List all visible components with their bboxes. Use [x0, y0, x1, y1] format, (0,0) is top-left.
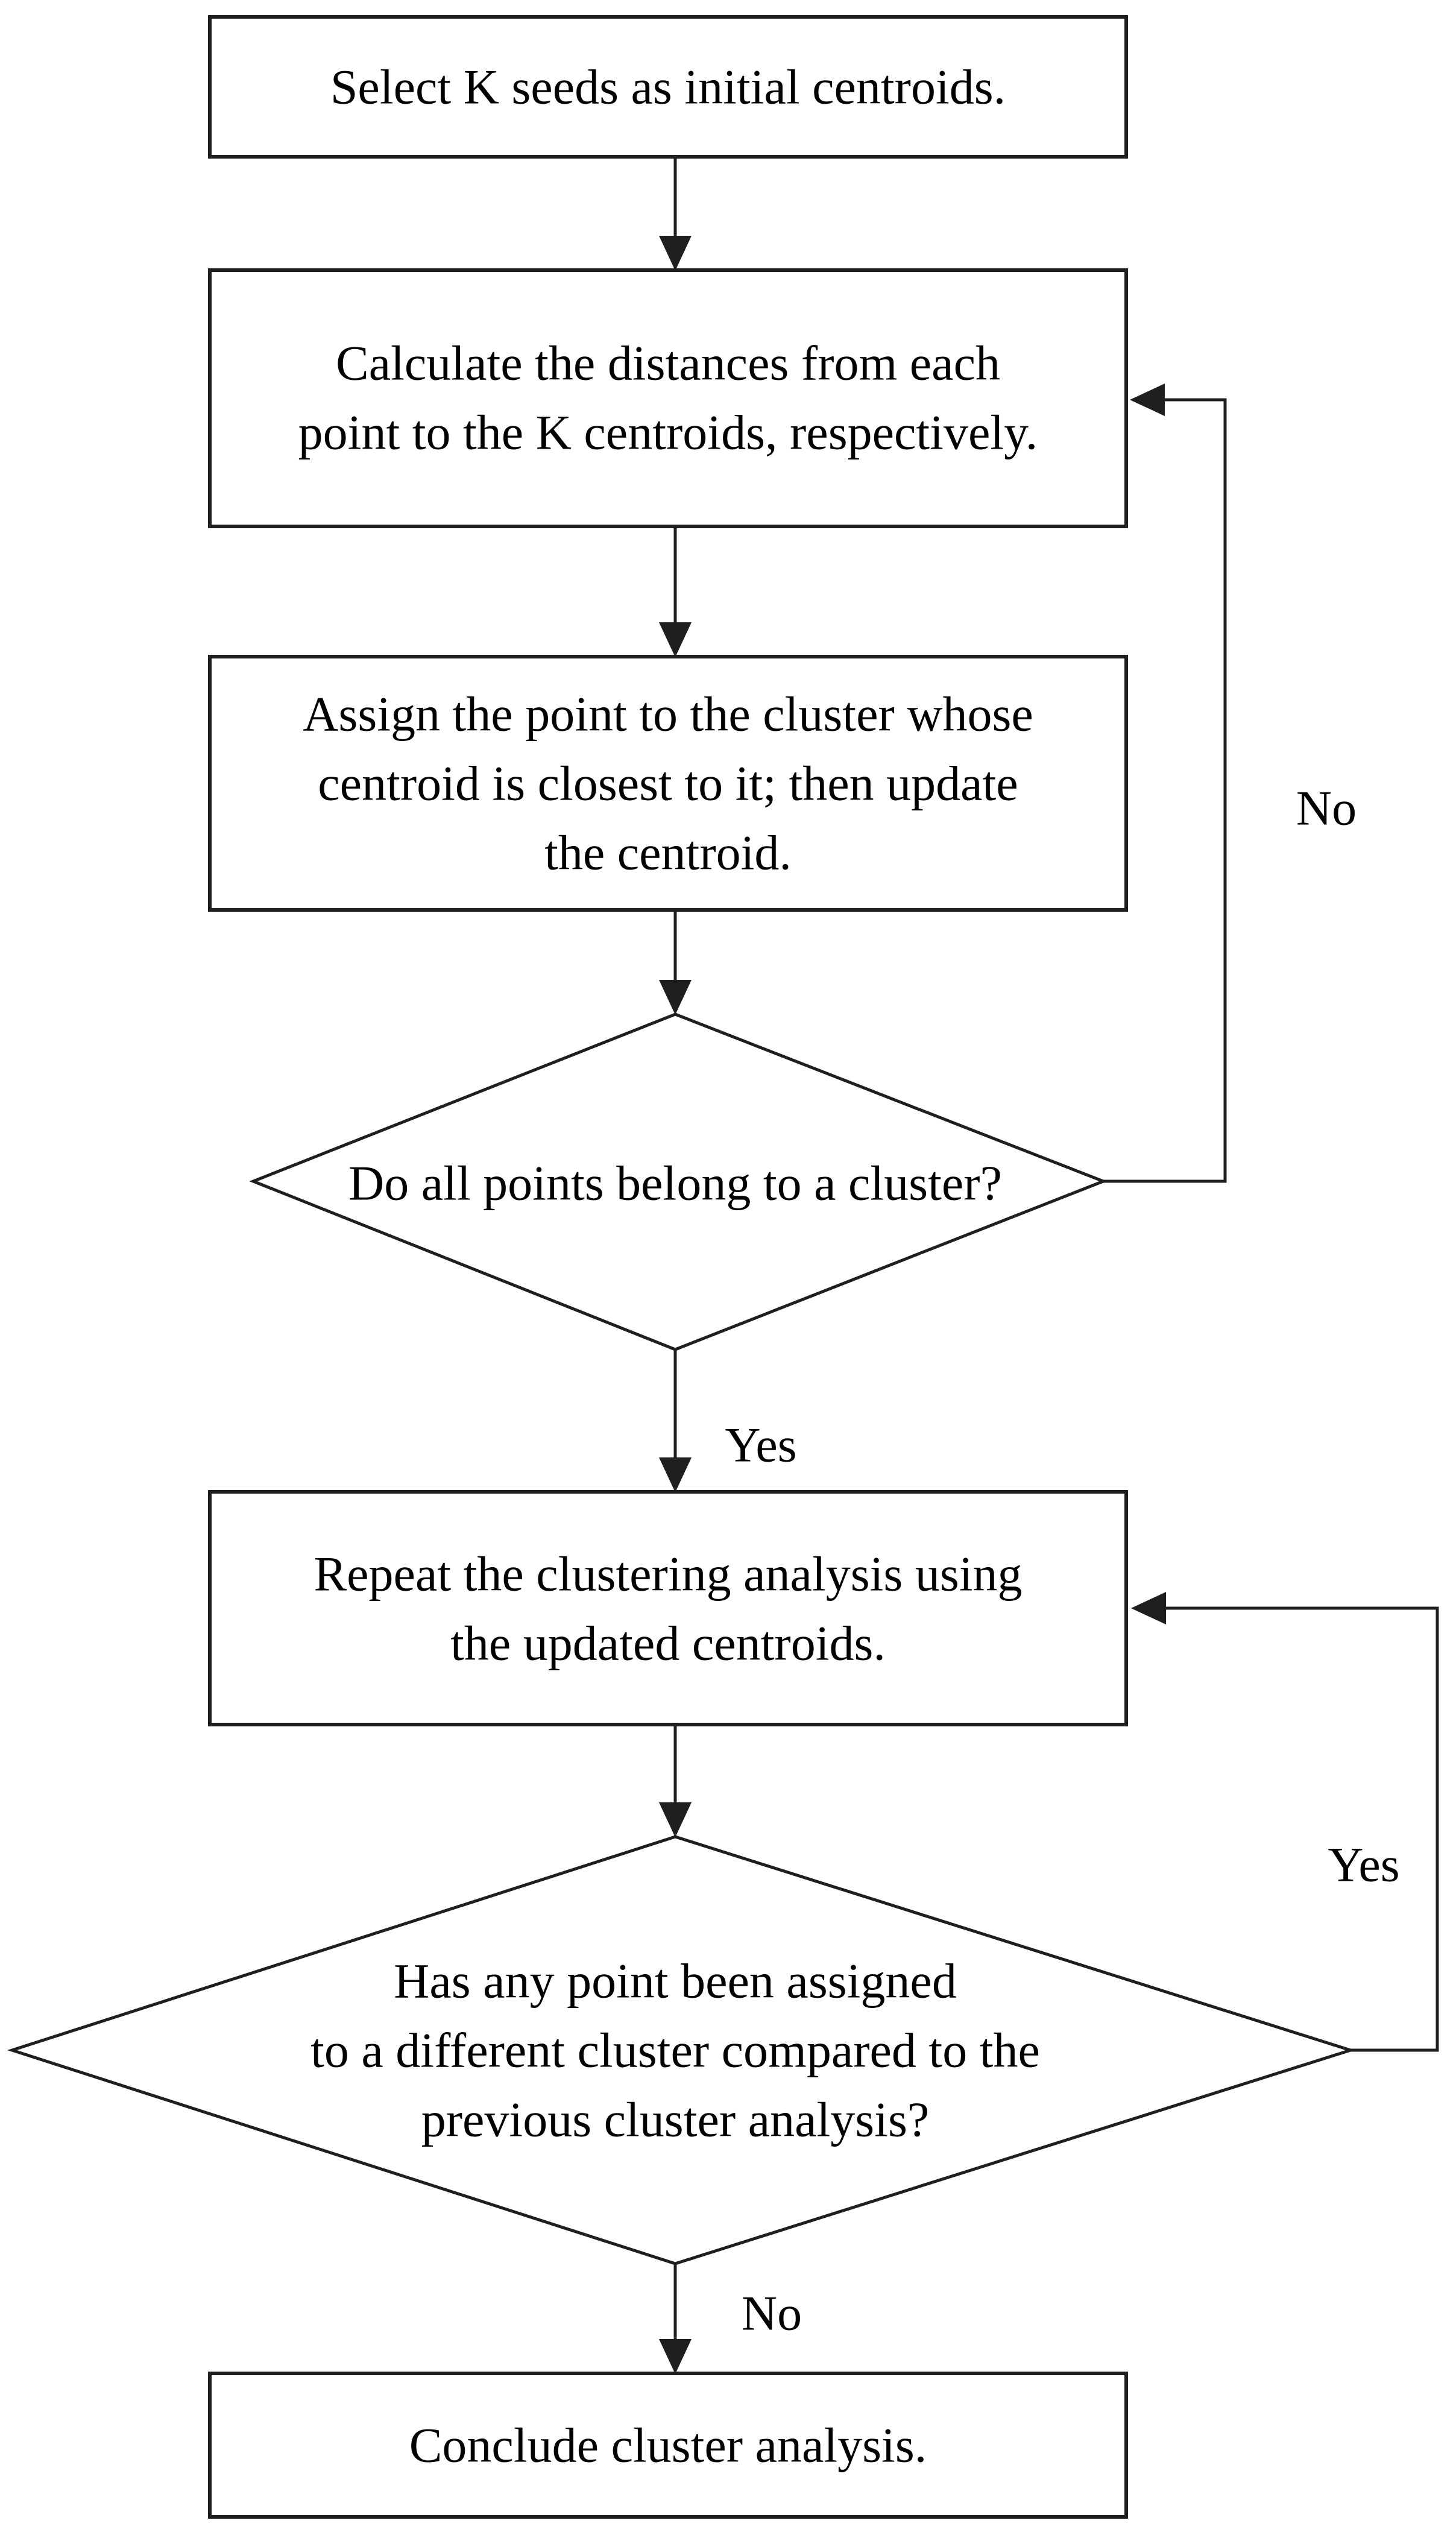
- node-label-calculate-distances-line1: Calculate the distances from each: [336, 336, 1000, 391]
- arrow-head-icon: [1131, 1592, 1166, 1624]
- edge-label-yes-decision1: Yes: [725, 1418, 796, 1473]
- decision-diamond-assignment-changed: [7, 1835, 1356, 2265]
- node-label-assignment-changed-line2: to a different cluster compared to the: [310, 2023, 1040, 2078]
- edge-label-no-decision2: No: [742, 2286, 802, 2341]
- edge-label-yes-loop2: Yes: [1328, 1837, 1399, 1892]
- node-label-assign-point-line2: centroid is closest to it; then update: [318, 756, 1018, 811]
- node-label-assign-point-line1: Assign the point to the cluster whose: [303, 687, 1033, 742]
- node-label-select-seeds: Select K seeds as initial centroids.: [330, 60, 1006, 115]
- arrow-head-icon: [659, 1802, 692, 1837]
- node-label-repeat-clustering-line1: Repeat the clustering analysis using: [314, 1547, 1022, 1602]
- arrow-head-icon: [659, 980, 692, 1015]
- arrow-head-icon: [659, 622, 692, 657]
- node-label-repeat-clustering-line2: the updated centroids.: [450, 1616, 886, 1671]
- arrow-head-icon: [659, 236, 692, 271]
- node-label-assignment-changed-line1: Has any point been assigned: [394, 1954, 957, 2009]
- node-label-assignment-changed-line3: previous cluster analysis?: [421, 2092, 930, 2147]
- node-label-assign-point-line3: the centroid.: [544, 826, 792, 880]
- node-label-all-points-clustered: Do all points belong to a cluster?: [348, 1156, 1002, 1211]
- decision-diamond-all-points-clustered: [249, 1012, 1108, 1351]
- node-label-calculate-distances-line2: point to the K centroids, respectively.: [298, 405, 1038, 460]
- process-box-assign-point: [208, 655, 1128, 912]
- loop-line-decision1-no-to-box2: [1103, 398, 1227, 1183]
- node-label-conclude: Conclude cluster analysis.: [409, 2418, 927, 2473]
- edge-label-no-loop1: No: [1296, 781, 1357, 836]
- process-box-repeat-clustering: [208, 1490, 1128, 1726]
- process-box-conclude: [208, 2372, 1128, 2519]
- arrow-head-icon: [659, 2339, 692, 2374]
- process-box-calculate-distances: [208, 268, 1128, 528]
- process-box-select-seeds: [208, 15, 1128, 159]
- arrow-head-icon: [659, 1457, 692, 1492]
- loop-line-decision2-yes-to-box4: [1166, 1606, 1439, 2052]
- arrow-head-icon: [1130, 384, 1165, 416]
